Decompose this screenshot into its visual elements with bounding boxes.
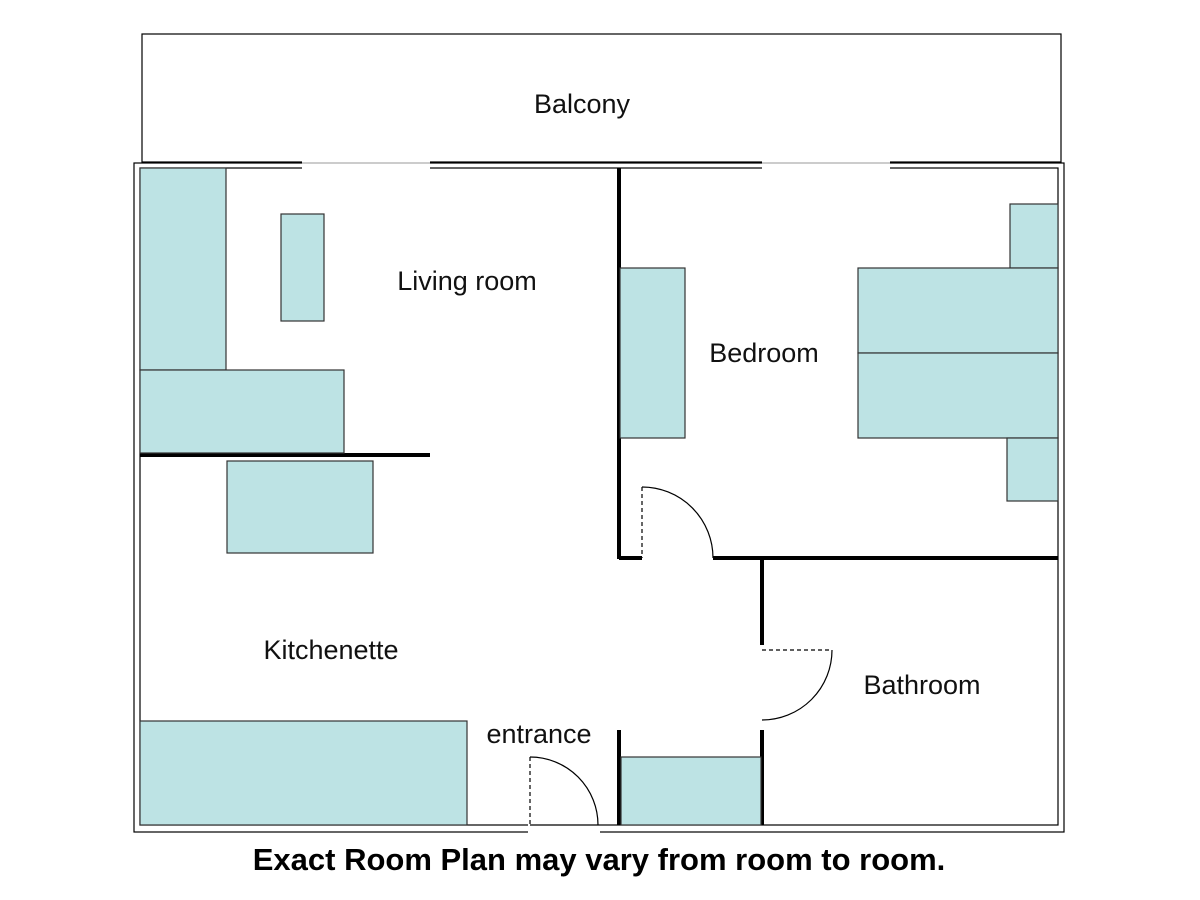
bathroom-door-swing-arc [761, 649, 833, 721]
bedroom-door-swing-arc [641, 486, 714, 559]
wardrobe-bedroom [619, 267, 686, 439]
dining-table [226, 460, 374, 554]
label-balcony: Balcony [534, 89, 631, 119]
plan-caption: Exact Room Plan may vary from room to ro… [253, 842, 946, 877]
nightstand-top [1009, 203, 1059, 269]
entrance-closet [620, 756, 762, 826]
bed-upper [857, 267, 1059, 354]
nightstand-bottom [1006, 437, 1059, 502]
window-bedroom [762, 160, 890, 172]
coffee-table [280, 213, 325, 322]
label-bathroom: Bathroom [863, 670, 980, 700]
sofa-living-room [139, 369, 345, 454]
wardrobe-living-room [139, 167, 227, 371]
balcony-outline [141, 33, 1062, 163]
label-living-room: Living room [397, 266, 537, 296]
label-bedroom: Bedroom [709, 338, 819, 368]
label-entrance: entrance [486, 719, 591, 749]
entrance-opening [528, 820, 600, 836]
label-kitchenette: Kitchenette [263, 635, 398, 665]
entrance-door-swing-arc [529, 756, 599, 826]
kitchen-counter [139, 720, 468, 826]
window-living-room [302, 160, 430, 172]
bed-lower [857, 352, 1059, 439]
